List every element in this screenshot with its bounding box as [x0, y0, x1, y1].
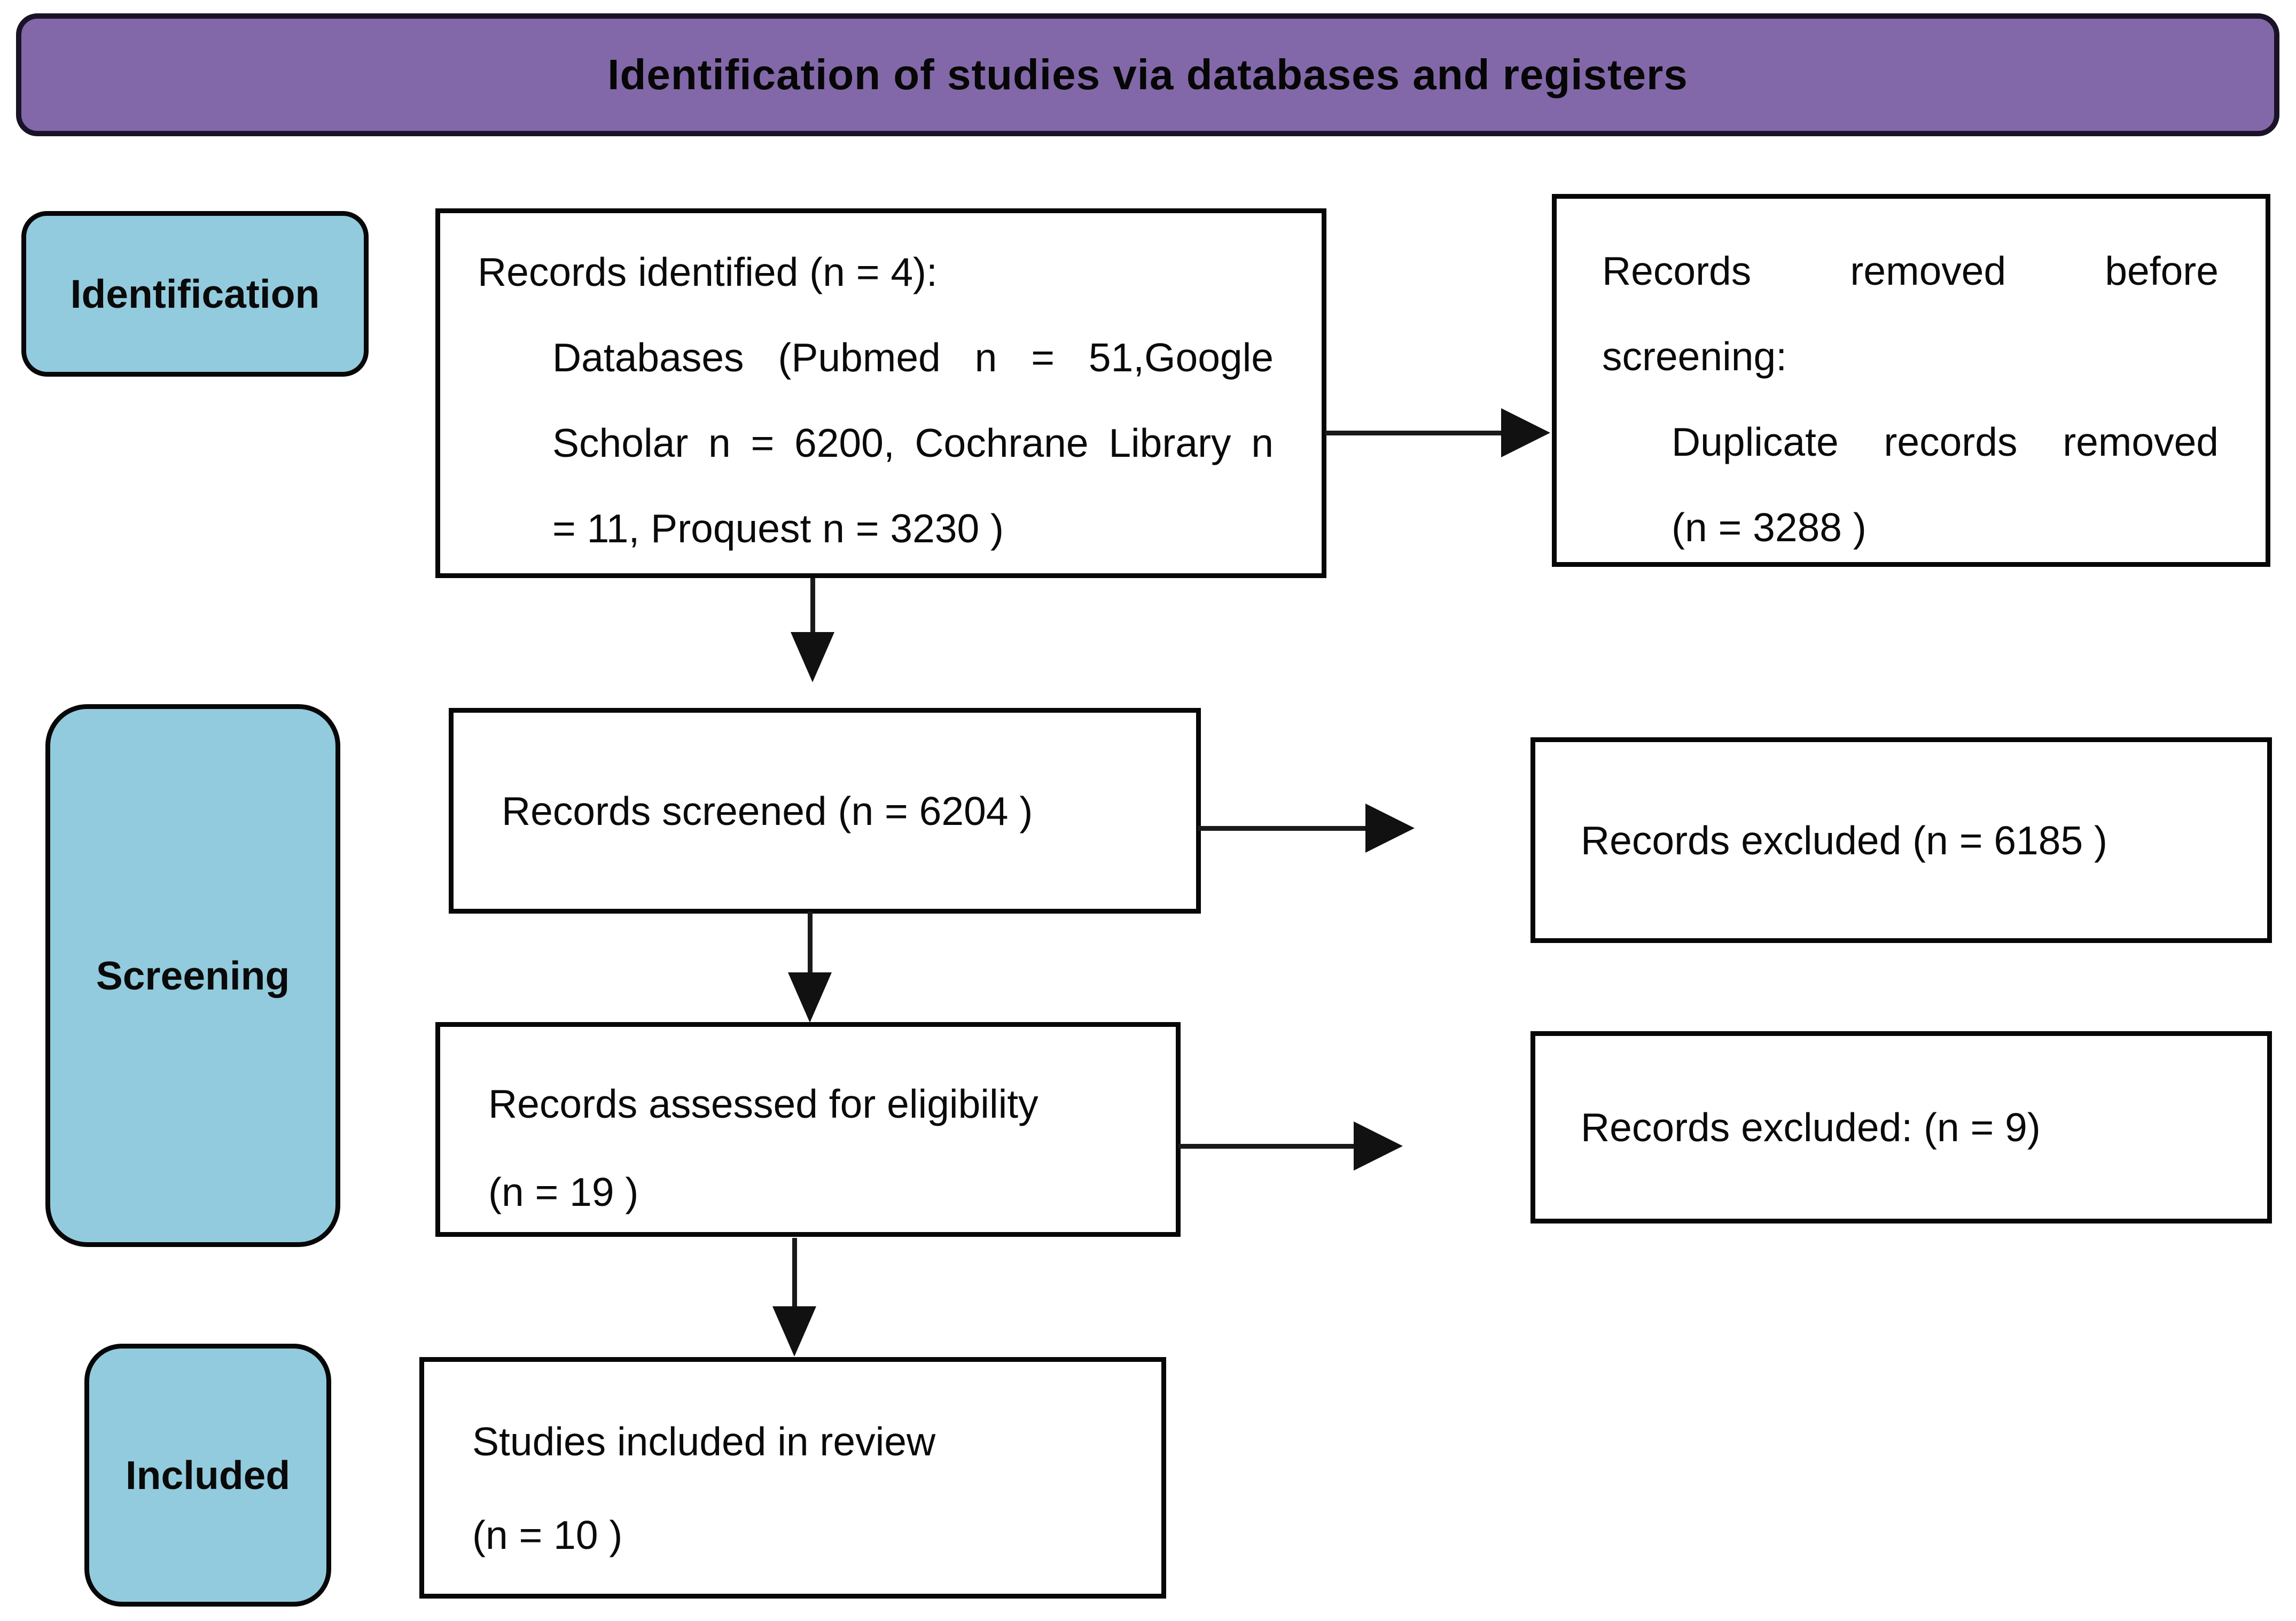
arrow-down-icon [791, 632, 834, 682]
box-studies-included-in-review: Studies included in review (n = 10 ) [419, 1357, 1166, 1599]
box-line: Records assessed for eligibility [488, 1081, 1038, 1126]
stage-label-text: Screening [96, 953, 290, 998]
arrow-down-icon [788, 972, 832, 1023]
stage-label-identification: Identification [21, 211, 369, 377]
box-line: (n = 3288 ) [1672, 505, 1867, 550]
arrow-right-icon [1354, 1121, 1403, 1171]
box-line: Records removed before [1602, 248, 2219, 293]
box-records-assessed-for-eligibility: Records assessed for eligibility (n = 19… [435, 1022, 1181, 1237]
stage-label-text: Included [125, 1453, 291, 1498]
stage-label-text: Identification [70, 271, 320, 316]
box-line: = 11, Proquest n = 3230 ) [552, 506, 1004, 551]
arrow-right-shaft [1325, 431, 1504, 435]
box-line: Scholar n = 6200, Cochrane Library n [552, 420, 1274, 465]
box-line: Records excluded (n = 6185 ) [1581, 817, 2107, 863]
box-records-identified: Records identified (n = 4): Databases (P… [435, 208, 1326, 578]
stage-label-screening: Screening [45, 704, 340, 1247]
box-line: (n = 19 ) [488, 1170, 639, 1214]
arrow-down-icon [772, 1306, 816, 1357]
arrow-down-shaft [810, 578, 815, 634]
diagram-title: Identification of studies via databases … [607, 51, 1688, 98]
box-line: Records screened (n = 6204 ) [502, 788, 1033, 833]
box-records-removed-before-screening: Records removed before screening: Duplic… [1552, 194, 2270, 567]
arrow-right-icon [1365, 804, 1415, 853]
box-line: Records identified (n = 4): [478, 250, 938, 294]
box-records-screened: Records screened (n = 6204 ) [449, 708, 1201, 914]
box-line: Records excluded: (n = 9) [1581, 1105, 2041, 1150]
box-records-excluded-screening: Records excluded (n = 6185 ) [1530, 737, 2272, 943]
arrow-down-shaft [792, 1238, 797, 1308]
box-line: Duplicate records removed [1672, 419, 2219, 464]
box-line: Studies included in review [472, 1419, 936, 1464]
arrow-right-shaft [1178, 1144, 1357, 1149]
box-line: screening: [1602, 334, 1787, 379]
box-records-excluded-eligibility: Records excluded: (n = 9) [1530, 1031, 2272, 1223]
arrow-right-shaft [1198, 826, 1369, 831]
box-line: Databases (Pubmed n = 51,Google [552, 335, 1274, 380]
box-line: (n = 10 ) [472, 1513, 623, 1557]
diagram-title-banner: Identification of studies via databases … [16, 13, 2279, 136]
arrow-down-shaft [808, 911, 813, 975]
stage-label-included: Included [84, 1344, 331, 1607]
arrow-right-icon [1501, 408, 1550, 457]
